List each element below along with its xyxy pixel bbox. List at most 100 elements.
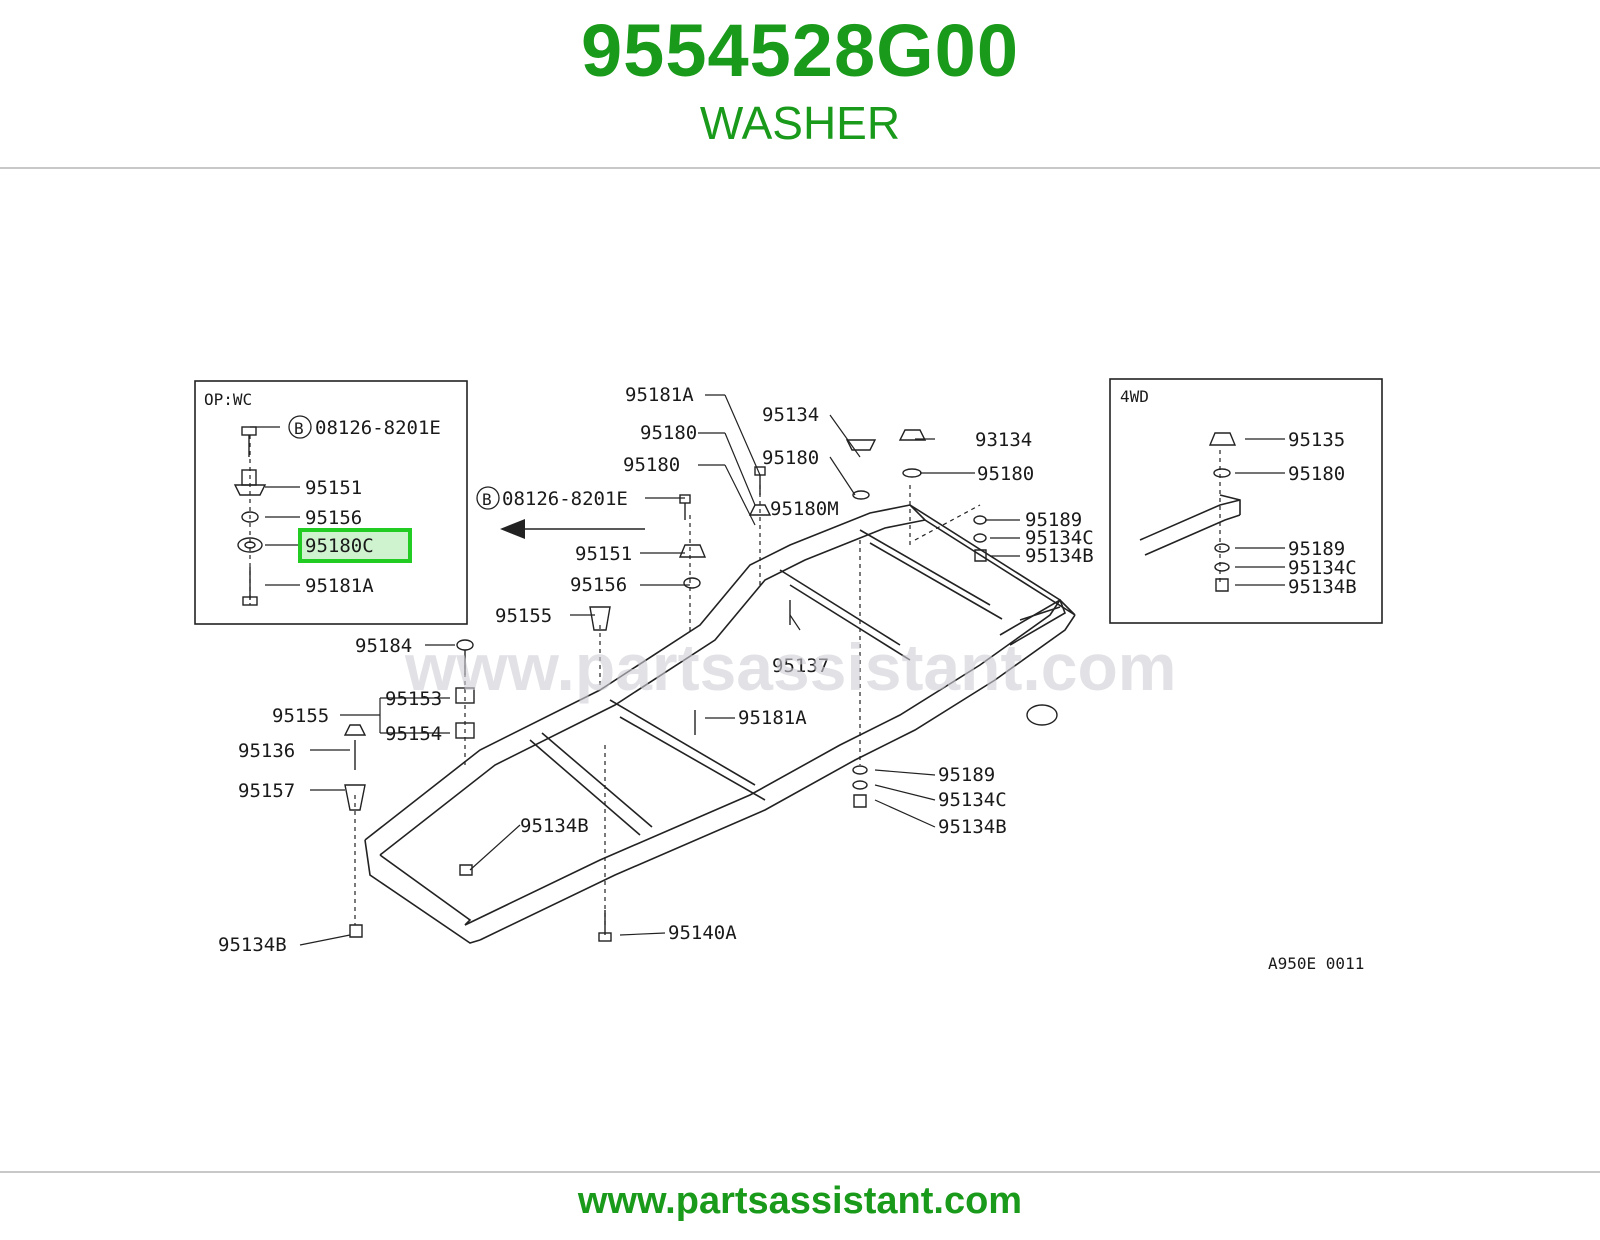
inset-bolt-head xyxy=(241,426,257,436)
crossmember-1b xyxy=(541,732,653,828)
frame-mount-hole xyxy=(1026,704,1058,726)
leader-7 xyxy=(829,456,856,496)
inset-right-frame xyxy=(1139,494,1241,556)
washer-95180-top xyxy=(748,504,772,516)
label-95180-c: 95180 xyxy=(623,454,680,476)
label-95134B-b: 95134B xyxy=(938,816,1007,838)
label-95184: 95184 xyxy=(355,635,412,657)
frame-left-rail-outer xyxy=(364,504,911,841)
crossmember-2b xyxy=(619,716,766,801)
leader-2 xyxy=(829,414,861,458)
label-95154: 95154 xyxy=(385,723,442,745)
inset-left-box xyxy=(194,380,468,625)
crossmember-3b xyxy=(789,584,911,661)
leader-18 xyxy=(874,769,936,776)
frame-left-rail-inner xyxy=(379,519,926,856)
inset-bushing-95156 xyxy=(241,511,259,523)
crossmember-1 xyxy=(529,739,641,836)
bushing-93134 xyxy=(898,429,927,441)
inset-label-08126: 08126-8201E xyxy=(315,417,441,439)
circle-b-main-letter: B xyxy=(482,490,492,509)
inset-nut-95134C xyxy=(1214,562,1230,572)
inset-washer-95180C xyxy=(237,537,263,553)
page-header: 9554528G00 WASHER xyxy=(0,0,1600,170)
label-95189-b: 95189 xyxy=(938,764,995,786)
inset-right-bracket xyxy=(1219,494,1241,515)
leader-1b xyxy=(724,394,761,476)
label-95137: 95137 xyxy=(772,655,829,677)
crossmember-3 xyxy=(779,569,901,646)
inset-label-95181A: 95181A xyxy=(305,575,374,597)
top-divider xyxy=(0,167,1600,169)
nut-95134B xyxy=(853,794,867,808)
part-number-title: 9554528G00 xyxy=(581,9,1019,92)
label-95134-top: 95134 xyxy=(762,404,819,426)
crossmember-4 xyxy=(859,529,991,606)
inset-left-title: OP:WC xyxy=(204,390,252,409)
crossmember-2 xyxy=(609,699,756,786)
label-95189-r: 95189 xyxy=(1025,509,1082,531)
inset-label-95180C[interactable]: 95180C xyxy=(305,535,374,557)
label-95180-b: 95180 xyxy=(762,447,819,469)
inset-bushing-95135 xyxy=(1208,432,1237,446)
circle-b-inset xyxy=(288,415,312,439)
leader-12 xyxy=(789,614,801,631)
leader-20 xyxy=(874,799,936,828)
crossmember-4b xyxy=(869,542,1003,620)
nut-95134B-left xyxy=(349,924,363,938)
mount-95157 xyxy=(344,784,366,811)
label-95140A: 95140A xyxy=(668,922,737,944)
inset-right-label-95135: 95135 xyxy=(1288,429,1345,451)
circle-b-main xyxy=(476,486,500,510)
leader-21 xyxy=(469,824,521,871)
leader-23 xyxy=(619,932,666,936)
bushing-95153 xyxy=(455,687,475,704)
label-95155-b: 95155 xyxy=(272,705,329,727)
circle-b-inset-letter: B xyxy=(294,419,304,438)
label-95134C-r: 95134C xyxy=(1025,527,1094,549)
parts-diagram: B B OP:WC 08126-8201E 95151 95156 95180C… xyxy=(180,345,1420,1010)
label-95181A-mid: 95181A xyxy=(738,707,807,729)
mount-dashed-lines xyxy=(249,435,1221,925)
circle-b-markers xyxy=(288,415,500,510)
inset-right-box xyxy=(1109,378,1383,624)
inset-mount-95151 xyxy=(233,484,267,496)
mount-95151 xyxy=(678,544,707,558)
label-95180-a: 95180 xyxy=(640,422,697,444)
inset-bolt-95181A-head xyxy=(242,596,258,606)
washer-95189-r xyxy=(973,515,987,525)
bushing-95134 xyxy=(845,439,877,451)
frame-front-end xyxy=(364,839,481,944)
label-95156: 95156 xyxy=(570,574,627,596)
washer-95189 xyxy=(852,765,868,775)
frame-rear-end xyxy=(909,504,1076,616)
watermark-text: www.partsassistant.com xyxy=(404,630,1176,704)
inset-right-label-95134B: 95134B xyxy=(1288,576,1357,598)
hardware-parts xyxy=(233,426,1237,942)
frame-front-crossmember xyxy=(379,854,472,926)
bottom-divider xyxy=(0,1171,1600,1173)
leader-5b xyxy=(724,432,756,506)
nut-95134B-r xyxy=(974,549,987,562)
leader-19 xyxy=(874,784,936,801)
bushing-95154 xyxy=(455,722,475,739)
label-95157: 95157 xyxy=(238,780,295,802)
part-name-subtitle: WASHER xyxy=(699,97,901,149)
nut-95134B-mid xyxy=(459,864,473,876)
label-95134B-mid: 95134B xyxy=(520,815,589,837)
parts-diagram-svg: B B OP:WC 08126-8201E 95151 95156 95180C… xyxy=(194,378,1383,973)
inset-right-rail-a xyxy=(1139,499,1241,541)
bolt-95140A-head xyxy=(598,932,612,942)
footer-url-link[interactable]: www.partsassistant.com xyxy=(577,1180,1023,1222)
bolt-08126 xyxy=(679,494,691,504)
frame-right-rail-outer xyxy=(464,599,1061,926)
label-95151: 95151 xyxy=(575,543,632,565)
label-95181A-top: 95181A xyxy=(625,384,694,406)
label-95134B-left: 95134B xyxy=(218,934,287,956)
frame-right-rail-inner xyxy=(479,614,1076,941)
inset-right-rail-b xyxy=(1144,514,1241,556)
label-95180M: 95180M xyxy=(770,498,839,520)
label-93134: 93134 xyxy=(975,429,1032,451)
mount-95155-b xyxy=(343,724,367,736)
bushing-95156 xyxy=(683,577,701,589)
